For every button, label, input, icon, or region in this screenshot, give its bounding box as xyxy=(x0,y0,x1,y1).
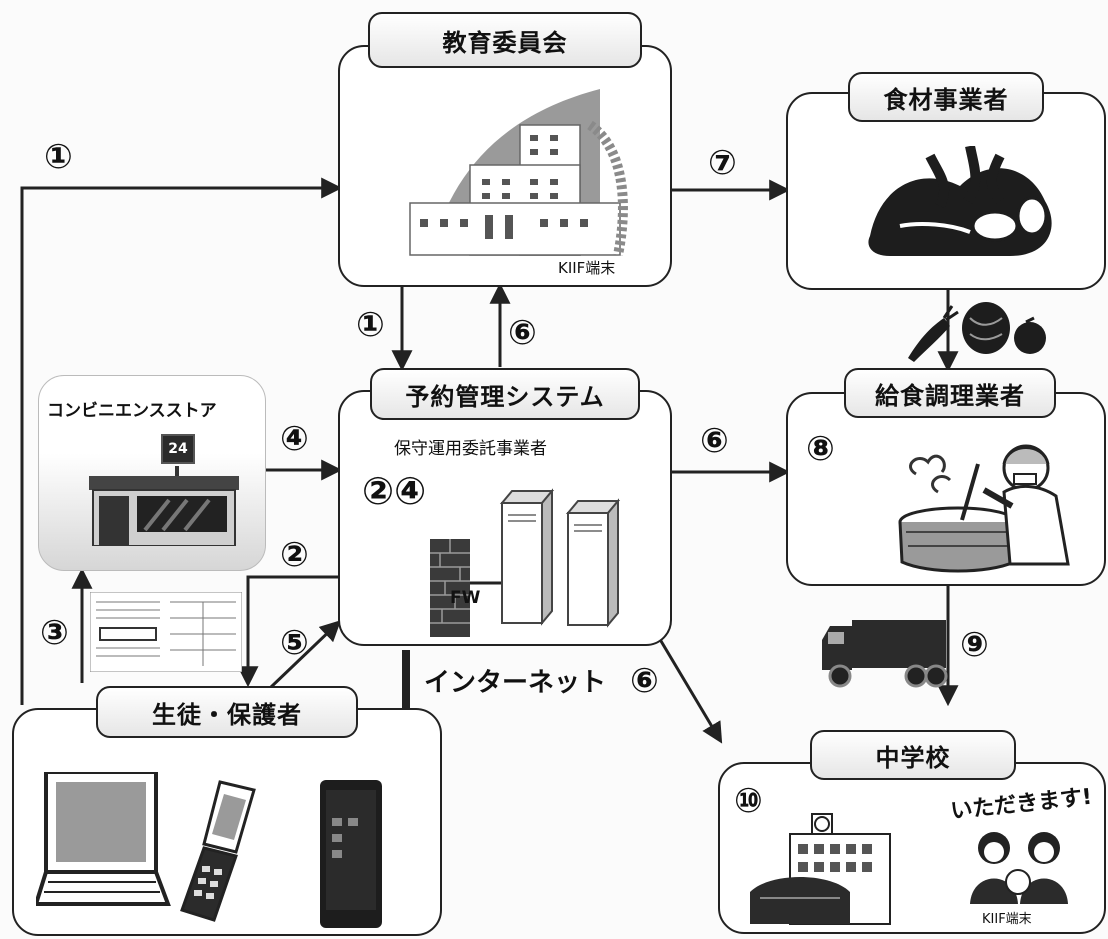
arrow-system-to-students xyxy=(237,575,338,688)
flow-number-board-to-supplier: ⑦ xyxy=(708,143,737,183)
server-icon xyxy=(499,488,621,628)
school-terminal-tag: KIIF端末 xyxy=(982,912,1032,927)
flip-phone-icon xyxy=(180,780,256,922)
lunch-cook-label: 給食調理業者 xyxy=(844,368,1056,418)
flow-number-system-to-school: ⑥ xyxy=(630,661,659,701)
store-sign-number: 24 xyxy=(168,441,188,457)
students-eating-image xyxy=(970,832,1068,904)
arrow-students-to-system xyxy=(268,620,342,690)
server-firewall-image xyxy=(430,488,621,637)
food-supplier-node[interactable] xyxy=(786,92,1106,290)
flow-number-students-to-system: ⑤ xyxy=(280,623,309,663)
ingredients-icons xyxy=(908,302,1046,362)
flow-number-students-to-board: ① xyxy=(44,137,73,177)
board-of-education-label: 教育委員会 xyxy=(368,12,642,68)
board-of-education-node[interactable]: KIIF端末 xyxy=(338,45,672,287)
internet-label: インターネット xyxy=(424,668,607,698)
flow-number-students-to-konbini: ③ xyxy=(40,613,69,653)
reservation-system-label: 予約管理システム xyxy=(370,368,640,420)
students-parents-label: 生徒・保護者 xyxy=(96,686,358,738)
firewall-label: FW xyxy=(450,588,481,608)
store-sign: 24 xyxy=(161,434,195,464)
flow-number-cook-to-school: ⑨ xyxy=(960,625,989,665)
store-building-image xyxy=(89,466,239,546)
delivery-truck-icon xyxy=(822,620,948,688)
school-building-image xyxy=(750,813,891,925)
school-step-number: ⑩ xyxy=(734,781,763,821)
laptop-icon xyxy=(36,772,171,906)
junior-high-school-node[interactable]: ⑩ いただきます! KIIF端末 xyxy=(718,762,1106,934)
convenience-store-label: コンビニエンスストア xyxy=(47,401,217,421)
arrow-system-to-school xyxy=(656,635,723,744)
government-building-image xyxy=(409,89,628,256)
arrow-students-to-board xyxy=(20,177,343,705)
system-step-numbers: ②④ xyxy=(362,469,427,513)
board-terminal-tag: KIIF端末 xyxy=(558,259,616,277)
students-parents-node[interactable] xyxy=(12,708,442,936)
cook-illustration xyxy=(898,444,1070,573)
food-supplier-label: 食材事業者 xyxy=(848,72,1044,122)
smartphone-icon xyxy=(320,780,382,928)
cook-step-number: ⑧ xyxy=(806,429,835,469)
payment-slip-image xyxy=(90,592,242,672)
flow-number-system-to-board: ⑥ xyxy=(508,313,537,353)
convenience-store-node[interactable]: コンビニエンスストア 24 xyxy=(38,375,266,571)
junior-high-school-label: 中学校 xyxy=(810,730,1016,780)
reservation-system-node[interactable]: 保守運用委託事業者 ②④ FW xyxy=(338,390,672,646)
lunch-cook-node[interactable]: ⑧ xyxy=(786,392,1106,586)
flow-number-board-to-system: ① xyxy=(356,305,385,345)
flow-number-konbini-to-system: ④ xyxy=(280,419,309,459)
itadakimasu-speech: いただきます! xyxy=(949,784,1094,825)
flow-number-system-to-students: ② xyxy=(280,535,309,575)
vegetables-image xyxy=(868,146,1052,256)
flow-number-system-to-cook: ⑥ xyxy=(700,421,729,461)
firewall-icon xyxy=(430,539,470,637)
maintenance-contractor-text: 保守運用委託事業者 xyxy=(394,439,547,459)
